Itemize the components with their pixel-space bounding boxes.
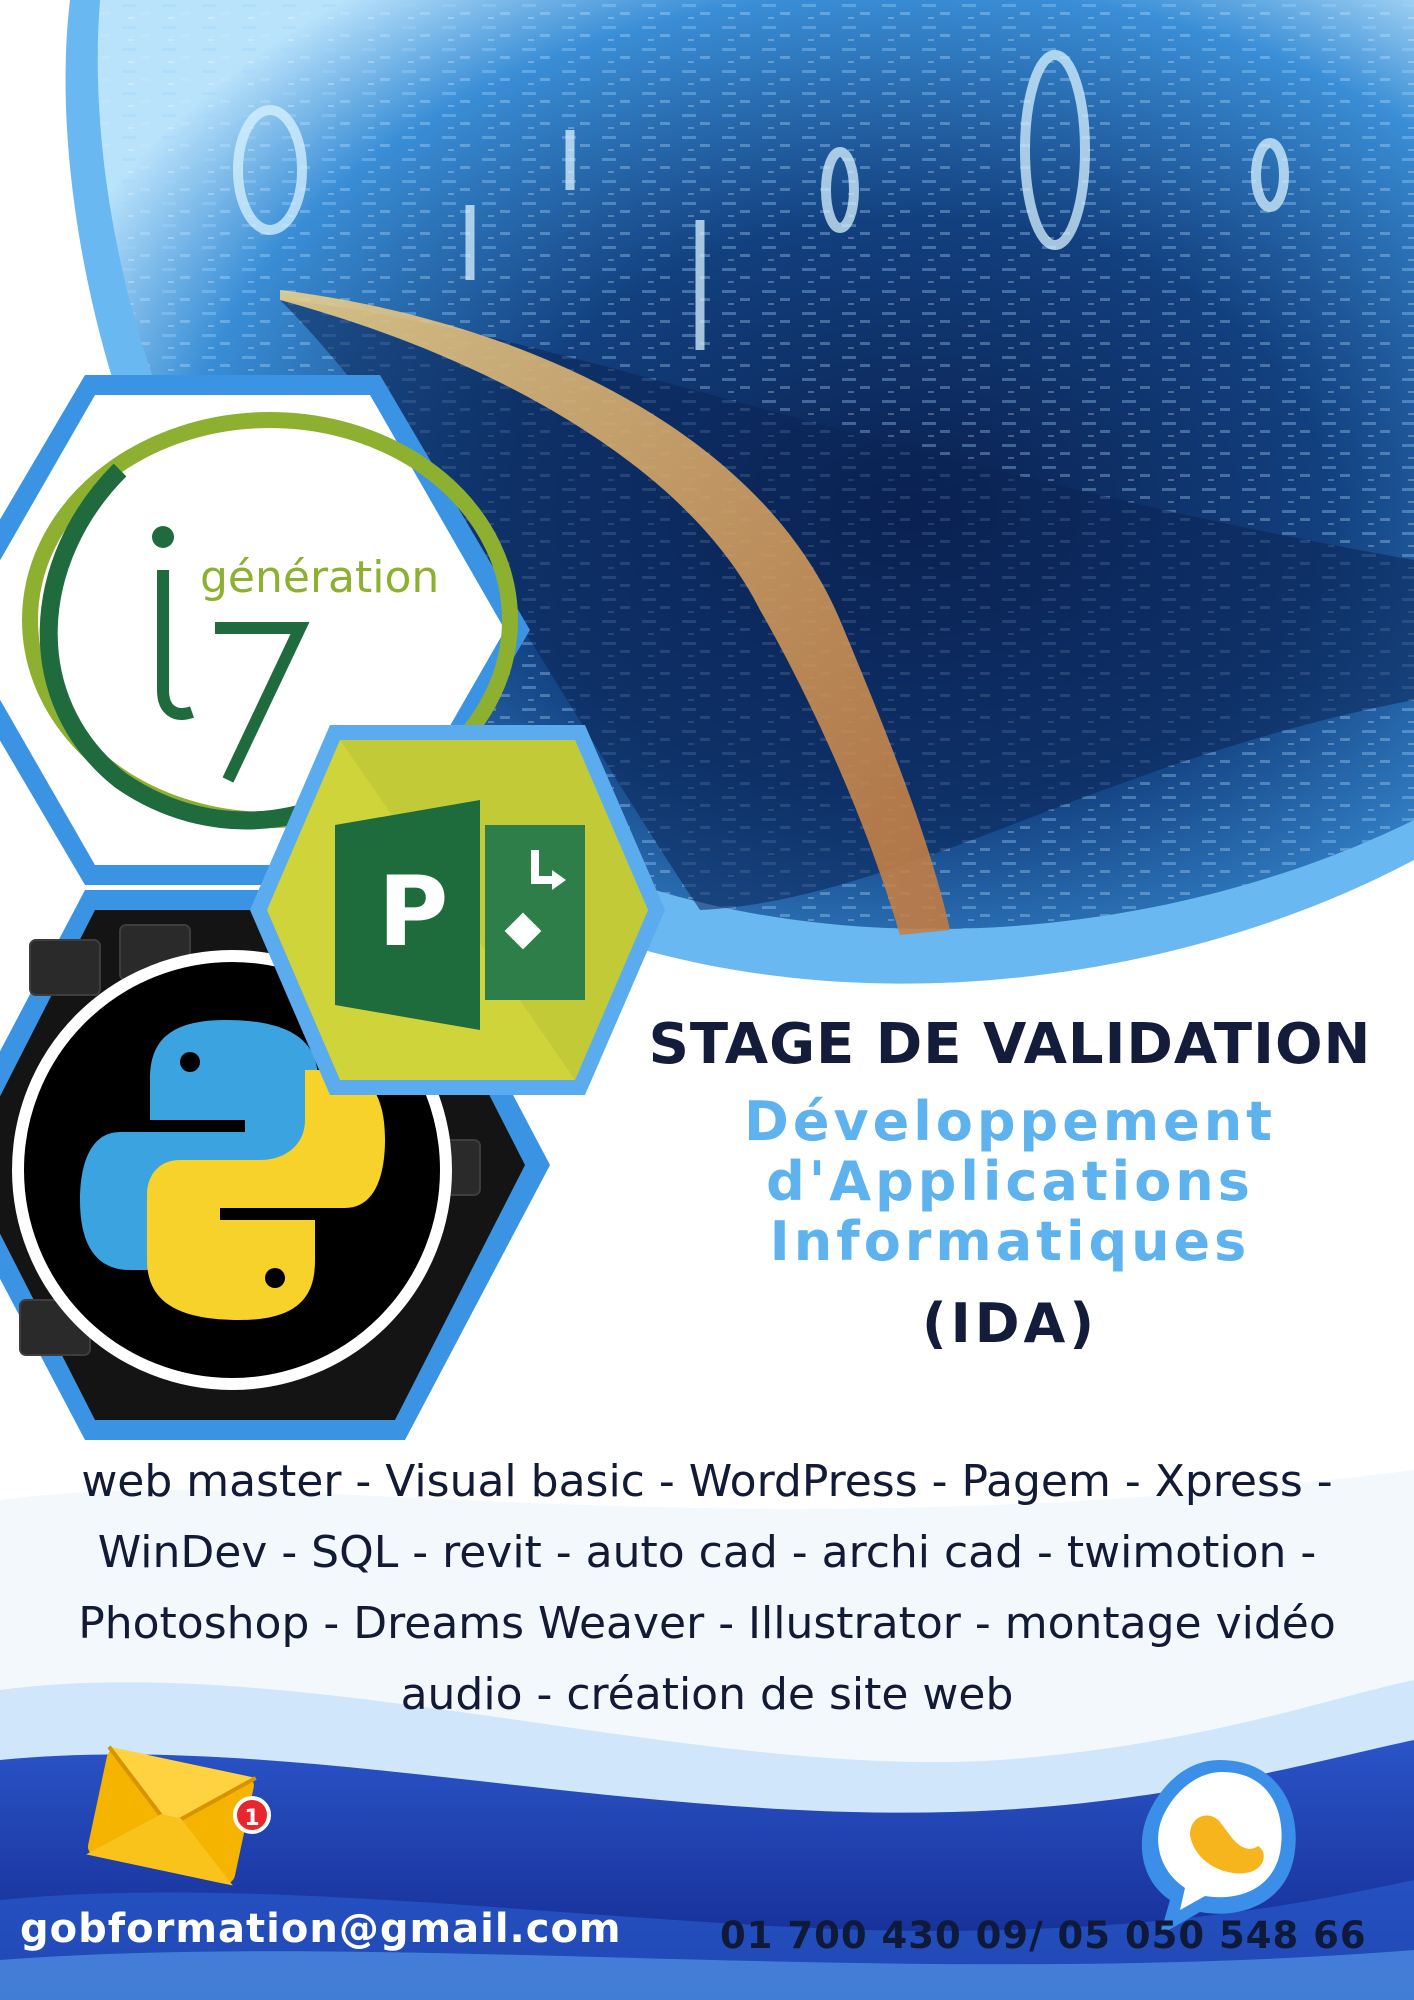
subtitle-line-2: d'Applications bbox=[766, 1150, 1254, 1213]
logo-text: génération bbox=[200, 552, 439, 603]
subtitle-line-3: Informatiques bbox=[769, 1210, 1251, 1273]
skills-list: web master - Visual basic - WordPress - … bbox=[40, 1446, 1374, 1730]
skills-line-2: WinDev - SQL - revit - auto cad - archi … bbox=[97, 1527, 1317, 1578]
contact-phone[interactable]: 01 700 430 09/ 05 050 548 66 bbox=[720, 1914, 1367, 1957]
notification-count: 1 bbox=[244, 1806, 259, 1831]
headline-abbreviation: (IDA) bbox=[921, 1292, 1099, 1355]
contact-email[interactable]: gobformation@gmail.com bbox=[20, 1906, 622, 1952]
skills-line-3: Photoshop - Dreams Weaver - Illustrator … bbox=[78, 1598, 1336, 1649]
headline-subtitle: Développement d'Applications Informatiqu… bbox=[640, 1092, 1380, 1272]
headline-title: STAGE DE VALIDATION bbox=[648, 1012, 1372, 1077]
skills-line-4: audio - création de site web bbox=[400, 1669, 1014, 1720]
skills-line-1: web master - Visual basic - WordPress - … bbox=[81, 1456, 1333, 1507]
project-icon-letter: P bbox=[378, 856, 448, 968]
notification-badge: 1 bbox=[233, 1796, 271, 1834]
subtitle-line-1: Développement bbox=[744, 1090, 1276, 1153]
